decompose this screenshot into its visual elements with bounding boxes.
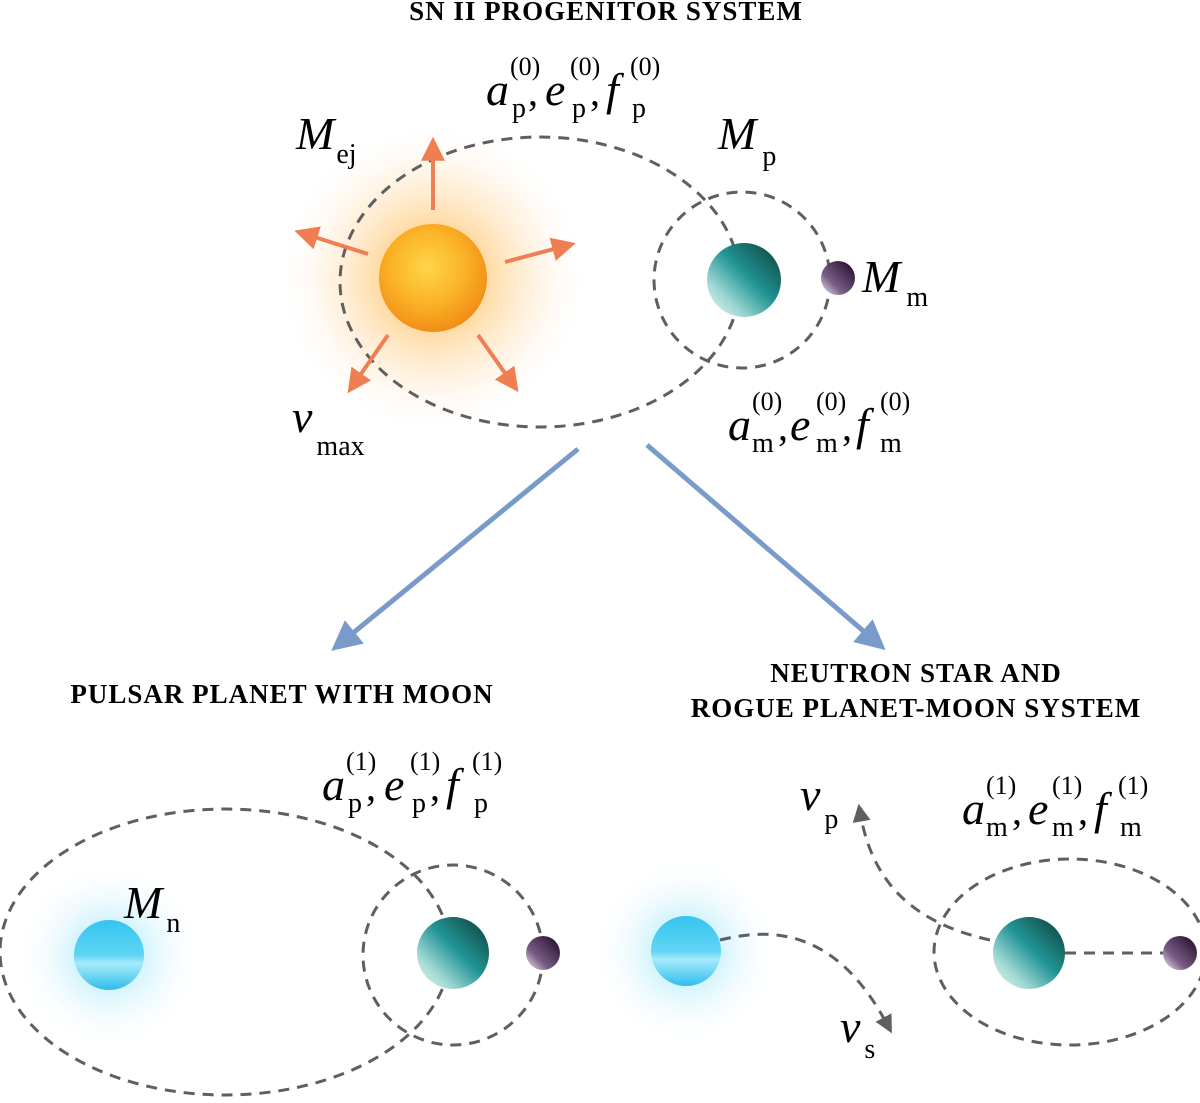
svg-text:(0): (0) [880, 387, 910, 416]
svg-text:(0): (0) [752, 387, 782, 416]
moon-free [1163, 936, 1197, 970]
svg-text:m: m [1120, 812, 1142, 843]
svg-text:,: , [1012, 788, 1022, 833]
svg-text:e: e [1028, 783, 1048, 834]
neutron-star-right [651, 916, 721, 986]
svg-text:m: m [752, 428, 774, 459]
svg-text:Mn: Mn [123, 877, 180, 939]
svg-text:p: p [474, 788, 488, 819]
svg-text:(1): (1) [472, 747, 502, 776]
svg-text:(1): (1) [1118, 771, 1148, 800]
svg-text:e: e [384, 759, 404, 810]
svg-text:,: , [590, 69, 600, 114]
moon-orbit-free [932, 857, 1200, 1047]
svg-text:a: a [728, 399, 751, 450]
title-top: SN II PROGENITOR SYSTEM [409, 0, 803, 26]
svg-text:m: m [880, 428, 902, 459]
svg-text:(1): (1) [346, 747, 376, 776]
ejecta-arrow-downleft [347, 333, 390, 394]
svg-text:(1): (1) [410, 747, 440, 776]
svg-text:Mm: Mm [861, 251, 928, 313]
svg-text:vmax: vmax [292, 391, 365, 462]
svg-text:a: a [486, 64, 509, 115]
svg-text:e: e [545, 64, 565, 115]
svg-text:(0): (0) [570, 52, 600, 81]
svg-text:p: p [572, 93, 586, 124]
svg-text:,: , [430, 764, 440, 809]
moon-initial [821, 261, 855, 295]
label-moon-orbit-final: a (1) m , e (1) m , f (1) m [962, 771, 1148, 843]
svg-text:a: a [322, 759, 345, 810]
svg-text:(1): (1) [986, 771, 1016, 800]
label-planet-orbit-final: a (1) p , e (1) p , f (1) p [322, 747, 502, 819]
svg-text:m: m [986, 812, 1008, 843]
svg-text:Mej: Mej [295, 108, 357, 170]
planet-bound [417, 917, 489, 989]
svg-text:m: m [816, 428, 838, 459]
progenitor-star [379, 224, 487, 332]
neutron-star-trajectory [719, 932, 892, 1034]
svg-text:p: p [512, 93, 526, 124]
title-bottom-right-line2: ROGUE PLANET-MOON SYSTEM [691, 693, 1142, 723]
label-planet-orbit-initial: a (0) p , e (0) p , f (0) p [486, 52, 660, 124]
planet-free [993, 917, 1065, 989]
svg-text:vp: vp [800, 769, 838, 835]
svg-text:,: , [842, 404, 852, 449]
planet-initial [707, 243, 781, 317]
svg-text:Mp: Mp [717, 108, 776, 172]
svg-text:(0): (0) [510, 52, 540, 81]
svg-text:e: e [790, 399, 810, 450]
svg-text:(0): (0) [630, 52, 660, 81]
moon-bound [526, 936, 560, 970]
svg-text:p: p [632, 93, 646, 124]
ejecta-arrow-right [504, 237, 576, 264]
svg-text:f: f [1094, 783, 1113, 834]
svg-text:vs: vs [840, 1001, 875, 1065]
label-v-max: vmax [292, 391, 365, 462]
svg-text:(1): (1) [1052, 771, 1082, 800]
title-bottom-left: PULSAR PLANET WITH MOON [70, 679, 493, 709]
label-M-ej: Mej [295, 108, 357, 170]
svg-text:,: , [778, 404, 788, 449]
ejecta-arrow-upleft [294, 226, 369, 256]
neutron-star-left [74, 920, 144, 990]
planet-trajectory [852, 803, 991, 942]
svg-text:a: a [962, 783, 985, 834]
svg-text:,: , [528, 69, 538, 114]
svg-text:p: p [412, 788, 426, 819]
svg-text:f: f [606, 64, 625, 115]
svg-text:p: p [348, 788, 362, 819]
svg-text:,: , [366, 764, 376, 809]
ejecta-arrow-downright [476, 333, 519, 393]
svg-text:,: , [1078, 788, 1088, 833]
ejecta-arrows [294, 136, 576, 394]
flow-arrow-left [331, 447, 580, 651]
svg-text:m: m [1052, 812, 1074, 843]
flow-arrow-right [645, 443, 886, 651]
svg-text:(0): (0) [816, 387, 846, 416]
title-bottom-right-line1: NEUTRON STAR AND [770, 658, 1062, 688]
label-moon-orbit-initial: a (0) m , e (0) m , f (0) m [728, 387, 910, 459]
svg-text:f: f [856, 399, 875, 450]
svg-text:f: f [446, 759, 465, 810]
